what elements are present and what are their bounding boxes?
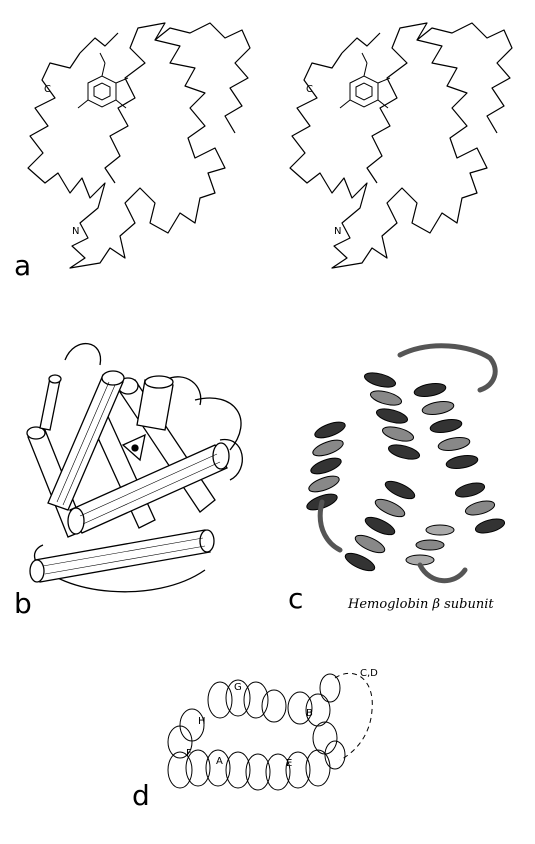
panel-b: b — [0, 300, 280, 620]
cylinder-h — [29, 529, 215, 583]
ribbon-helix-4 — [344, 480, 416, 572]
ribbon-helix-1 — [306, 421, 346, 511]
ca-trace-right-view: C N — [289, 22, 513, 269]
helix-label-g: G — [234, 682, 242, 693]
n-terminus-label-right: N — [334, 226, 341, 237]
heme-group-right — [339, 52, 391, 109]
helix-label-cd: C,D — [360, 668, 378, 679]
ribbon-helix-6 — [405, 524, 455, 566]
ribbon-helix-5 — [454, 482, 506, 534]
helix-label-e: E — [286, 758, 292, 769]
heme-group-left — [77, 52, 129, 109]
panel-d: G H F A B C,D E d — [0, 620, 535, 844]
panel-c: c Hemoglobin β subunit — [280, 300, 535, 620]
c-terminus-label-left: C — [44, 84, 51, 95]
helix-label-h: H — [198, 716, 206, 727]
coil-left — [167, 708, 205, 759]
helix-label-a: A — [216, 756, 223, 767]
n-terminus-label-left: N — [72, 226, 79, 237]
helix-cylinder-diagram — [26, 343, 243, 593]
cd-dashed-loop — [334, 672, 373, 761]
helix-label-f: F — [186, 748, 192, 759]
panel-label-b: b — [14, 587, 32, 620]
cylinder-e — [67, 442, 230, 535]
panel-label-d: d — [132, 779, 150, 812]
c-terminus-label-right: C — [306, 84, 313, 95]
ribbon-diagram — [306, 343, 506, 584]
coil-top — [207, 679, 331, 727]
helix-label-b: B — [306, 708, 313, 719]
cylinder-f — [136, 375, 174, 431]
helix-outline-diagram: G H F A B C,D E — [167, 668, 378, 791]
ca-trace-left-view: C N — [27, 22, 251, 269]
cylinder-b — [39, 374, 62, 431]
ribbon-helix-2 — [363, 372, 421, 460]
panel-label-a: a — [14, 249, 32, 282]
coil-right — [312, 673, 346, 770]
ribbon-loop-bottom — [417, 562, 468, 584]
cylinder-a — [47, 370, 125, 511]
figure-caption-c: Hemoglobin β subunit — [348, 597, 494, 612]
ribbon-helix-3 — [413, 382, 479, 470]
ribbon-loop-top — [397, 343, 498, 393]
panel-label-c: c — [288, 582, 304, 615]
coil-bottom — [167, 749, 331, 791]
ribbon-loop-left — [317, 499, 343, 553]
panel-a: C N C N a — [0, 0, 535, 290]
